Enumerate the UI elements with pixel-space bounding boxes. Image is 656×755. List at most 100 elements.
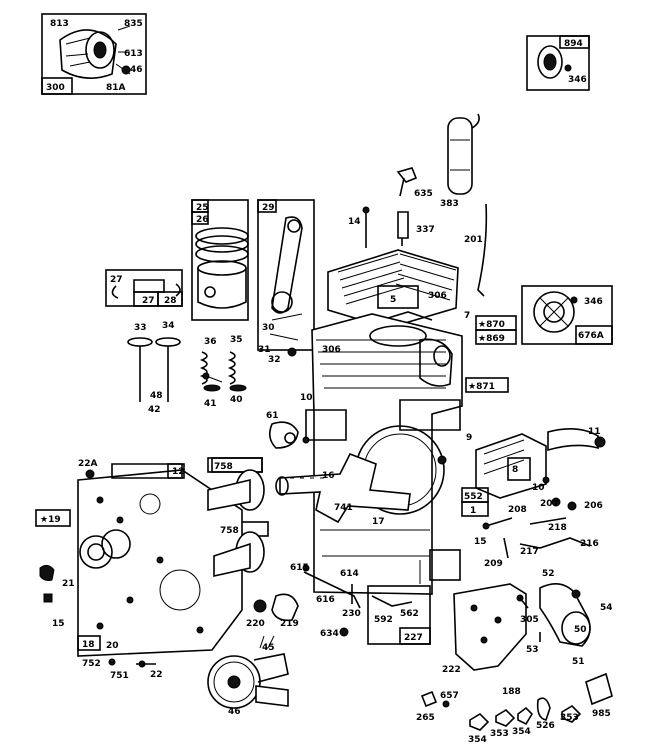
- callout: 12: [172, 467, 185, 477]
- callout: 25: [196, 203, 209, 213]
- callout: 741: [334, 503, 353, 513]
- top-right-inset: [526, 35, 590, 91]
- callout: 27: [110, 275, 123, 285]
- callout: 188: [502, 687, 521, 697]
- callout: 29: [262, 203, 275, 213]
- crankcase-cover: [77, 463, 243, 657]
- callout: 592: [374, 615, 393, 625]
- callout: 9: [466, 433, 472, 443]
- callout: 45: [262, 643, 275, 653]
- callout: 616: [316, 595, 335, 605]
- callout: 222: [442, 665, 461, 675]
- callout: 613: [124, 49, 143, 59]
- callout: 33: [134, 323, 147, 333]
- callout: 7: [464, 311, 470, 321]
- callout: 227: [404, 633, 423, 643]
- callout: 208: [508, 505, 527, 515]
- callout: 36: [204, 337, 217, 347]
- callout: 50: [574, 625, 587, 635]
- callout: 354: [468, 735, 487, 745]
- crankshaft: [275, 452, 411, 524]
- callout: 15: [474, 537, 487, 547]
- callout: 16: [322, 471, 335, 481]
- callout: 813: [50, 19, 69, 29]
- governor-parts: [202, 372, 310, 449]
- callout: 30: [262, 323, 275, 333]
- callout: 40: [230, 395, 243, 405]
- callout: 26: [196, 215, 209, 225]
- callout: 61: [266, 411, 279, 421]
- callout: 634: [320, 629, 339, 639]
- callout: ★871: [468, 382, 495, 392]
- cylinder-head: [327, 249, 459, 329]
- callout: 1: [470, 506, 476, 516]
- callout: 42: [148, 405, 161, 415]
- callout: 219: [280, 619, 299, 629]
- callout: 207: [540, 499, 559, 509]
- callout: 81A: [106, 83, 126, 93]
- callout: 51: [572, 657, 585, 667]
- callout: 17: [372, 517, 385, 527]
- callout: 305: [520, 615, 539, 625]
- callout: 41: [204, 399, 217, 409]
- callout: 209: [484, 559, 503, 569]
- callout: ★869: [478, 334, 505, 344]
- callout: 14: [348, 217, 361, 227]
- ignition-parts: [362, 113, 488, 297]
- lower-governor: [253, 564, 413, 637]
- callout: 18: [82, 640, 95, 650]
- callout: 635: [414, 189, 433, 199]
- callout: 337: [416, 225, 435, 235]
- callout: 353: [490, 729, 509, 739]
- callout: 676A: [578, 331, 604, 341]
- callout: 22: [150, 670, 163, 680]
- callout: 34: [162, 321, 175, 331]
- callout: 27: [142, 296, 155, 306]
- callout: 751: [110, 671, 129, 681]
- wrist-pin-box: [105, 269, 183, 307]
- callout: 306: [428, 291, 447, 301]
- rear-brackets: [453, 583, 591, 671]
- valves-springs: [127, 337, 247, 402]
- callout: 8: [512, 465, 518, 475]
- bottom-small-parts: [39, 497, 613, 731]
- callout: 306: [322, 345, 341, 355]
- callout: 46: [228, 707, 241, 717]
- callout: 562: [400, 609, 419, 619]
- callout: 35: [230, 335, 243, 345]
- callout: 22A: [78, 459, 98, 469]
- callout: 657: [440, 691, 459, 701]
- callout: 28: [164, 296, 177, 306]
- callout: 206: [584, 501, 603, 511]
- callout: 758: [220, 526, 239, 536]
- callout: 15: [52, 619, 65, 629]
- cam-gears: [207, 457, 265, 577]
- connecting-rod-box: [257, 199, 315, 357]
- callout: ★870: [478, 320, 505, 330]
- callout: 346: [568, 75, 587, 85]
- callout: 10: [532, 483, 545, 493]
- callout: 346: [584, 297, 603, 307]
- callout: 53: [526, 645, 539, 655]
- callout: 10: [300, 393, 313, 403]
- callout: 894: [564, 39, 583, 49]
- callout: 615: [290, 563, 309, 573]
- callout: 218: [548, 523, 567, 533]
- callout: 46: [130, 65, 143, 75]
- callout: 835: [124, 19, 143, 29]
- callout: ★19: [40, 515, 61, 525]
- callout: 217: [520, 547, 539, 557]
- callout: 201: [464, 235, 483, 245]
- callout: 354: [512, 727, 531, 737]
- callout: 32: [268, 355, 281, 365]
- callout: 54: [600, 603, 613, 613]
- air-cleaner-inset: [41, 13, 147, 95]
- callout: 985: [592, 709, 611, 719]
- cylinder-block: [305, 313, 463, 595]
- callout: 383: [440, 199, 459, 209]
- callout: 300: [46, 83, 65, 93]
- callout: 220: [246, 619, 265, 629]
- callout: 353: [560, 713, 579, 723]
